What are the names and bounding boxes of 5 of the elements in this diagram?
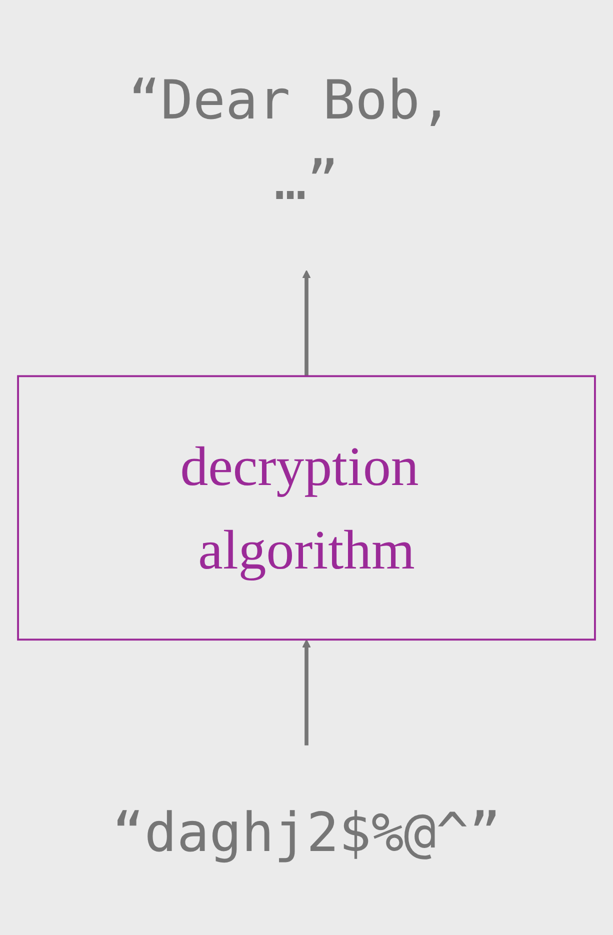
node-text: “Dear Bob, …”	[128, 69, 452, 213]
node-box: decryption algorithm	[17, 375, 596, 641]
arrow	[302, 270, 311, 376]
arrow	[302, 639, 311, 746]
node-text: “daghj2$%@^”	[112, 802, 502, 865]
